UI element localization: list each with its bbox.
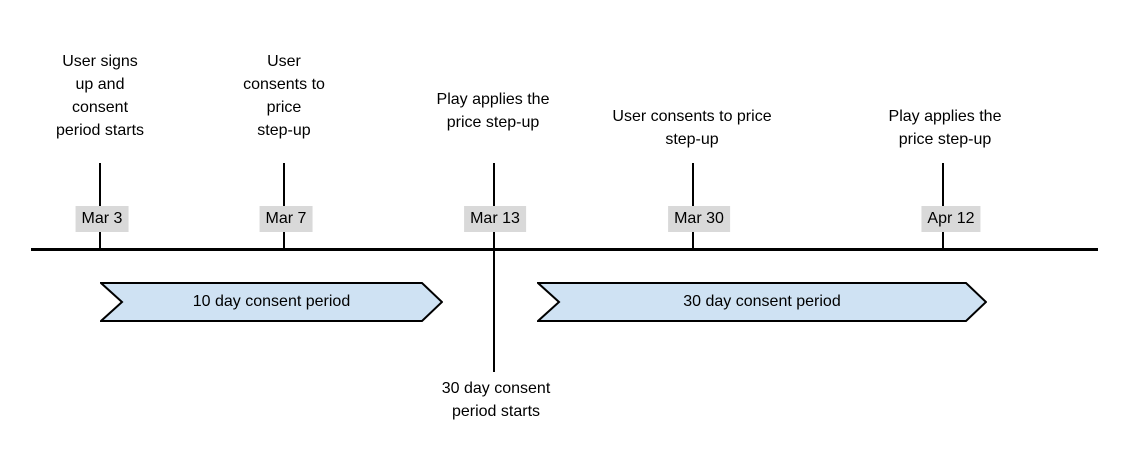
event-label-first-consent: User consents to price step-up: [243, 53, 325, 139]
date-badge-mar-30: Mar 30: [668, 206, 730, 233]
date-badge-mar-3: Mar 3: [75, 206, 129, 233]
chevron-arrow-icon: [100, 282, 443, 322]
event-label-second-apply: Play applies the price step-up: [888, 108, 1002, 148]
date-badge-apr-12: Apr 12: [921, 206, 981, 233]
period-arrow-30-day: 30 day consent period: [537, 282, 987, 322]
annotation-30-day-period-starts: 30 day consent period starts: [441, 380, 551, 420]
chevron-arrow-icon: [537, 282, 987, 322]
date-badge-mar-13: Mar 13: [464, 206, 526, 233]
period-label-10-day: 10 day consent period: [192, 293, 351, 310]
date-badge-mar-7: Mar 7: [259, 206, 313, 233]
period-arrow-10-day: 10 day consent period: [100, 282, 443, 322]
period-label-30-day: 30 day consent period: [683, 293, 841, 310]
event-label-second-consent: User consents to price step-up: [612, 108, 772, 148]
timeline-axis: [31, 248, 1098, 251]
event-tick-mar-13: [493, 163, 495, 372]
event-label-signup: User signs up and consent period starts: [55, 53, 145, 139]
event-label-first-apply: Play applies the price step-up: [436, 91, 550, 131]
